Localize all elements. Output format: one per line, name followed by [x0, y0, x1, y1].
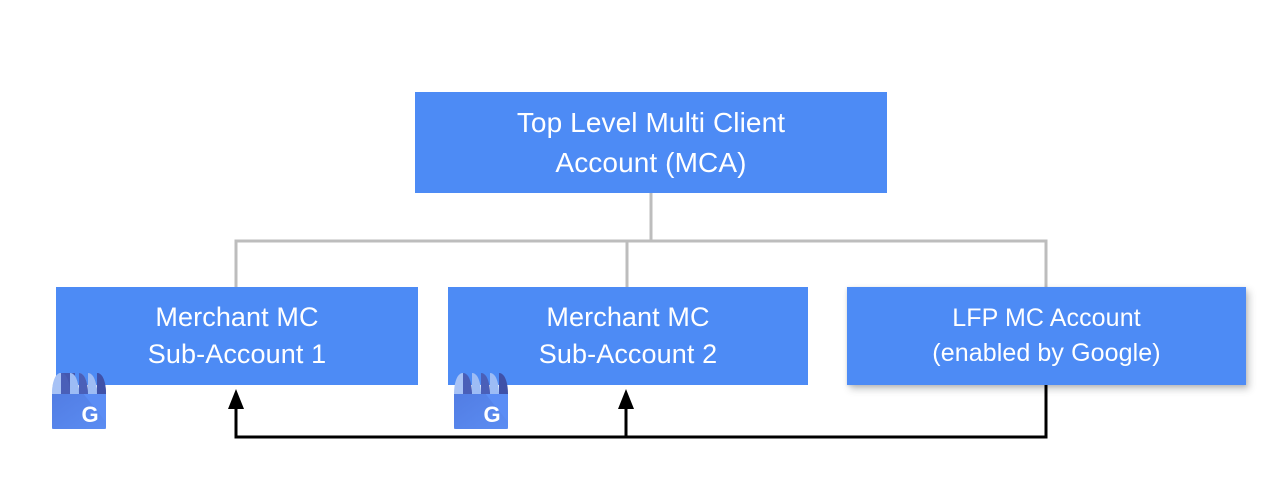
svg-text:G: G [81, 402, 98, 427]
google-business-profile-icon: G [454, 373, 508, 429]
node-top-level-mca-label: Top Level Multi Client Account (MCA) [516, 106, 786, 178]
google-business-profile-icon: G [52, 373, 106, 429]
svg-text:G: G [483, 402, 500, 427]
arrow-path-to-sub1 [234, 385, 1048, 439]
arrowhead-sub2 [618, 389, 634, 409]
node-top-level-mca[interactable]: Top Level Multi Client Account (MCA) [415, 92, 887, 193]
arrowhead-sub1 [228, 389, 244, 409]
node-merchant-mc-sub-account-1-label: Merchant MC Sub-Account 1 [147, 302, 327, 369]
node-merchant-mc-sub-account-2[interactable]: Merchant MC Sub-Account 2 [448, 287, 808, 385]
gbp-letter-g: G [81, 402, 98, 427]
gbp-letter-g: G [483, 402, 500, 427]
node-lfp-mc-account[interactable]: LFP MC Account (enabled by Google) [847, 287, 1246, 385]
node-lfp-mc-account-label: LFP MC Account (enabled by Google) [932, 304, 1161, 367]
node-merchant-mc-sub-account-2-label: Merchant MC Sub-Account 2 [538, 302, 718, 369]
node-merchant-mc-sub-account-1[interactable]: Merchant MC Sub-Account 1 [56, 287, 418, 385]
